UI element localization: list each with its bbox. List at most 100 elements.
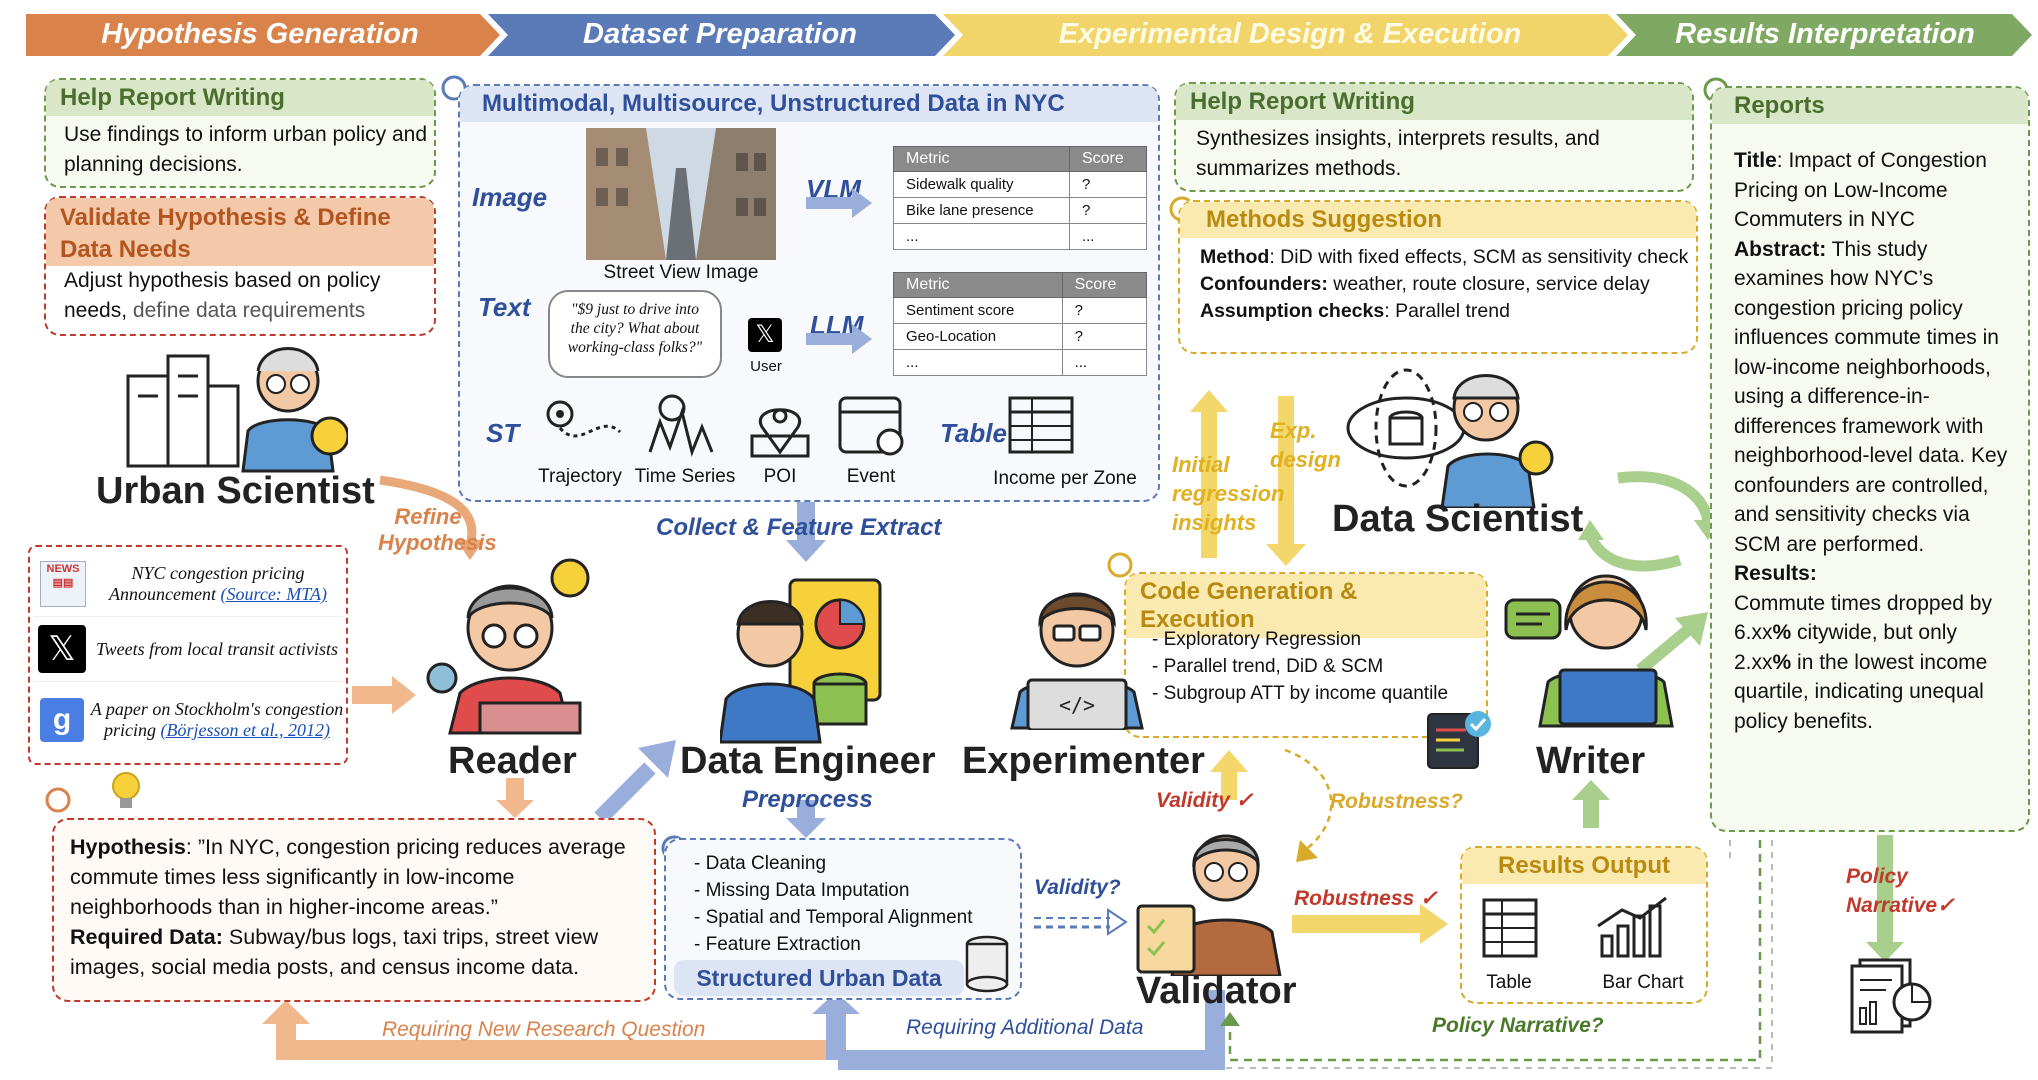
reports-title: Reports <box>1712 88 2028 124</box>
report-title-label: Title <box>1734 149 1777 172</box>
google-scholar-icon: g <box>40 698 84 742</box>
sources-list: NEWS▤▤ NYC congestion pricing Announceme… <box>34 552 344 758</box>
policy-narrative-check-label: Policy Narrative✓ <box>1846 865 1955 917</box>
report-abstract-label: Abstract: <box>1734 237 1827 261</box>
code-step: - Subgroup ATT by income quantile <box>1152 683 1449 704</box>
preprocess-label: Preprocess <box>742 786 873 813</box>
data-scientist-illustration <box>1346 368 1554 508</box>
assumption-text: : Parallel trend <box>1384 300 1510 322</box>
income-per-zone-label: Income per Zone <box>993 468 1137 489</box>
new-research-question-label: Requiring New Research Question <box>382 1018 706 1041</box>
robustness-check-label: Robustness ✓ <box>1294 887 1438 910</box>
preprocess-arrow <box>786 818 826 838</box>
text-modality-label: Text <box>478 292 531 322</box>
preprocess-step: - Spatial and Temporal Alignment <box>694 907 973 928</box>
source-item: g A paper on Stockholm's congestion pric… <box>34 682 344 758</box>
source-text: NYC congestion pricing Announcement <box>109 563 305 604</box>
refine-hypothesis-label: Refine Hypothesis <box>378 504 497 555</box>
vlm-arrow <box>806 188 872 218</box>
output-to-writer-arrow <box>1572 780 1610 800</box>
table-row: Bike lane presence? <box>893 197 1148 224</box>
banner-experimental-design: Experimental Design & Execution <box>1058 17 1522 50</box>
poi-icon <box>750 408 810 458</box>
code-report-icon <box>1427 711 1491 769</box>
validator-illustration <box>1136 834 1282 976</box>
unstructured-data-title: Multimodal, Multisource, Unstructured Da… <box>460 86 1158 122</box>
stage-banner-bar <box>26 14 2032 56</box>
database-icon <box>965 935 1009 993</box>
robustness-q-arrow <box>1284 748 1333 851</box>
hypothesis-text: Hypothesis: ”In NYC, congestion pricing … <box>70 832 648 982</box>
reports-body: Title: Impact of Congestion Pricing on L… <box>1734 149 2008 733</box>
event-icon <box>838 396 904 456</box>
bar-chart-output-label: Bar Chart <box>1602 972 1684 993</box>
preprocess-step: - Missing Data Imputation <box>694 880 910 901</box>
banner-shape-experiment <box>943 14 1628 56</box>
source-link[interactable]: (Source: MTA) <box>220 584 327 604</box>
user-label: User <box>750 358 782 375</box>
help-report-title-mid: Help Report Writing <box>1176 84 1692 120</box>
income-table-icon <box>1008 396 1074 454</box>
validity-question-label: Validity? <box>1034 876 1121 899</box>
x-logo-icon: 𝕏 <box>748 318 782 352</box>
initial-regression-arrow <box>1190 390 1228 412</box>
urban-scientist-illustration <box>126 347 348 473</box>
additional-data-arrow <box>838 990 1225 1070</box>
reports-to-narrative-arrow <box>1866 942 1904 962</box>
source-link[interactable]: (Börjesson et al., 2012) <box>160 720 330 740</box>
data-engineer-illustration <box>720 578 882 744</box>
policy-narrative-question-label: Policy Narrative? <box>1432 1014 1604 1037</box>
code-generation-title: Code Generation & Execution <box>1126 574 1486 638</box>
svg-text:</>: </> <box>1059 693 1095 717</box>
preprocess-list: - Data Cleaning - Missing Data Imputatio… <box>694 850 972 958</box>
sources-to-reader-arrow <box>392 676 416 714</box>
banner-shape-dataset <box>488 14 955 56</box>
table-row: Sidewalk quality? <box>893 171 1148 198</box>
data-scientist-label: Data Scientist <box>1332 498 1584 540</box>
refine-arrow <box>379 475 477 547</box>
exp-design-arrow <box>1266 544 1306 566</box>
reader-illustration <box>426 558 590 735</box>
lightbulb-icon <box>112 772 140 808</box>
table-header: Metric <box>893 272 1063 298</box>
trajectory-label: Trajectory <box>538 466 622 487</box>
help-report-body-left: Use findings to inform urban policy and … <box>64 123 428 176</box>
cycle-arrow-bottom <box>1584 532 1682 572</box>
policy-report-icon <box>1850 958 1932 1034</box>
results-output-icons <box>1482 896 1667 958</box>
validator-label: Validator <box>1136 970 1297 1012</box>
street-view-image <box>586 128 776 260</box>
street-view-caption: Street View Image <box>603 262 759 283</box>
validate-body-text: Adjust hypothesis based on policy needs, <box>64 269 381 322</box>
robustness-check-arrow <box>1420 904 1448 944</box>
source-item: 𝕏 Tweets from local transit activists <box>34 617 344 682</box>
methods-body: Method: DiD with fixed effects, SCM as s… <box>1200 244 1690 325</box>
source-text: Tweets from local transit activists <box>96 638 338 659</box>
help-report-title-left: Help Report Writing <box>46 80 434 116</box>
hypothesis-to-engineer-arrow <box>594 762 656 824</box>
validate-body-highlight: define data requirements <box>132 299 366 322</box>
method-text: : DiD with fixed effects, SCM as sensiti… <box>1269 246 1689 268</box>
validate-title: Validate Hypothesis & Define Data Needs <box>46 198 434 266</box>
time-series-label: Time Series <box>634 466 736 487</box>
table-row: ...... <box>893 223 1148 250</box>
report-results-label: Results <box>1734 562 1810 585</box>
table-header: Score <box>1068 146 1148 172</box>
banner-shape-hypothesis <box>26 14 500 56</box>
table-row: Geo-Location? <box>893 323 1148 350</box>
help-report-body-mid: Synthesizes insights, interprets results… <box>1196 127 1600 180</box>
code-steps-list: - Exploratory Regression - Parallel tren… <box>1152 626 1448 707</box>
table-row: Sentiment score? <box>893 297 1148 324</box>
table-header: Score <box>1061 272 1148 298</box>
time-series-icon <box>648 394 714 457</box>
experimenter-label: Experimenter <box>962 740 1205 782</box>
source-text: A paper on Stockholm's congestion pricin… <box>90 699 344 740</box>
report-title-text: : Impact of Congestion Pricing on Low-In… <box>1734 149 1987 231</box>
hypothesis-statement: : ”In NYC, congestion pricing reduces av… <box>70 835 626 919</box>
st-icons <box>546 394 1074 458</box>
experimenter-illustration: </> <box>1010 592 1144 730</box>
